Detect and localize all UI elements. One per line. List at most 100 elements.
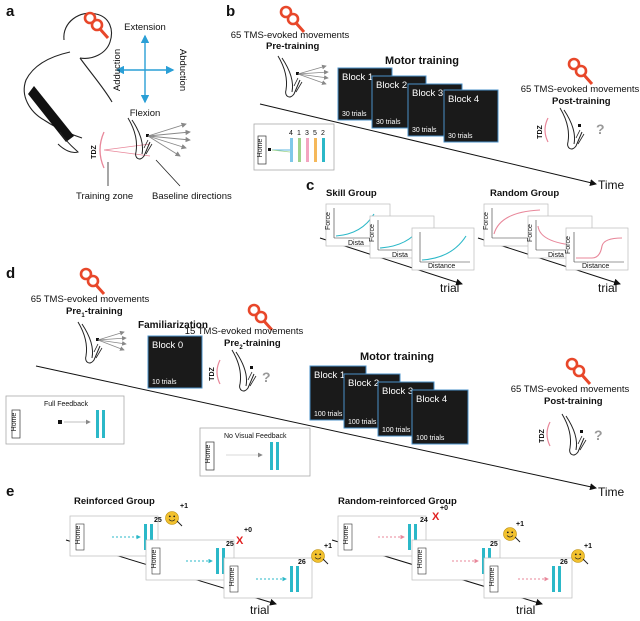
hand-icon xyxy=(127,117,153,160)
reinforced-trial-1: Home 25 +1 xyxy=(69,503,188,557)
post-line1-d: 65 TMS-evoked movements xyxy=(511,384,630,395)
skill-card-3: Distance xyxy=(411,227,475,271)
hand-icon xyxy=(561,413,587,456)
hand-icon xyxy=(231,349,257,392)
distance-label: Distance xyxy=(582,263,609,270)
block-trials: 30 trials xyxy=(412,127,437,134)
x-mark-icon: X xyxy=(432,511,440,523)
smiley-icon xyxy=(503,527,521,543)
block-name: Block 0 xyxy=(152,340,183,351)
block-b4: Block 4 30 trials xyxy=(443,89,499,143)
force-label: Force xyxy=(483,212,490,230)
block-trials: 30 trials xyxy=(376,119,401,126)
x-mark-icon: X xyxy=(236,535,244,547)
block-d4: Block 4 100 trials xyxy=(411,389,469,445)
force-label: Force xyxy=(527,224,534,242)
block-trials: 100 trials xyxy=(382,427,411,434)
block-name: Block 1 xyxy=(314,370,345,381)
random-trial-3: Home 26 +1 xyxy=(483,543,592,599)
block-name: Block 4 xyxy=(416,394,447,405)
block-trials: 30 trials xyxy=(448,133,473,140)
home-label: Home xyxy=(75,526,82,545)
score-label: 26 xyxy=(298,559,306,566)
force-label: Force xyxy=(325,212,332,230)
hand-icon xyxy=(277,55,303,98)
question-mark-icon: ? xyxy=(262,369,271,385)
score-label: 25 xyxy=(154,517,162,524)
hand-icon xyxy=(77,321,103,364)
training-zone-hand: TDZ xyxy=(91,117,191,187)
panel-b: b 65 TMS-evoked movements Pre-training T… xyxy=(226,3,640,192)
home-label: Home xyxy=(11,413,18,432)
smiley-icon xyxy=(571,549,589,565)
score-label: 25 xyxy=(226,541,234,548)
reward-label: +0 xyxy=(244,527,252,534)
post-training-line1: 65 TMS-evoked movements xyxy=(521,84,640,95)
reward-label: +0 xyxy=(440,505,448,512)
tms-coil-icon xyxy=(79,267,106,296)
home-box-icon xyxy=(343,523,353,551)
tdz-label: TDZ xyxy=(91,144,98,158)
timeline-d xyxy=(35,365,597,491)
abduction-label: Abduction xyxy=(177,49,188,91)
motor-training-title-b: Motor training xyxy=(385,55,459,67)
home-label: Home xyxy=(489,568,496,587)
tdz-label: TDZ xyxy=(537,124,544,138)
time-label-d: Time xyxy=(598,485,625,499)
question-mark-icon: ? xyxy=(596,121,605,137)
block-trials: 100 trials xyxy=(416,435,445,442)
pre1-line2: Pre1-training xyxy=(66,306,123,319)
panel-b-letter: b xyxy=(226,3,235,20)
trial-label-c1: trial xyxy=(440,281,459,295)
pre1-line1: 65 TMS-evoked movements xyxy=(31,294,150,305)
time-label-b: Time xyxy=(598,178,625,192)
tdz-label: TDZ xyxy=(539,428,546,442)
tms-coil-icon xyxy=(567,57,594,86)
home-box-icon xyxy=(489,565,499,593)
target-number: 4 xyxy=(289,130,293,137)
force-label: Force xyxy=(369,224,376,242)
pre2-line2: Pre2-training xyxy=(224,338,281,351)
home-box-icon xyxy=(257,135,267,165)
panel-e-letter: e xyxy=(6,483,14,500)
score-label: 26 xyxy=(560,559,568,566)
score-label: 25 xyxy=(490,541,498,548)
panel-c-letter: c xyxy=(306,177,314,194)
block-name: Block 3 xyxy=(412,88,443,99)
tms-coil-icon xyxy=(565,357,592,386)
panel-a-letter: a xyxy=(6,3,15,20)
force-label: Force xyxy=(565,236,572,254)
question-mark-icon: ? xyxy=(594,427,603,443)
reinforced-trial-2: Home 25 X +0 xyxy=(145,527,252,581)
block-name: Block 3 xyxy=(382,386,413,397)
flexion-label: Flexion xyxy=(130,108,161,119)
baseline-directions-label: Baseline directions xyxy=(152,191,232,202)
post-line2-d: Post-training xyxy=(544,396,603,407)
motor-training-title-d: Motor training xyxy=(360,351,434,363)
home-box-icon xyxy=(151,547,161,575)
home-box-icon xyxy=(11,409,21,439)
block-trials: 30 trials xyxy=(342,111,367,118)
target-number: 3 xyxy=(305,130,309,137)
home-label: Home xyxy=(229,568,236,587)
person-figure xyxy=(23,11,113,153)
tms-coil-icon xyxy=(279,5,306,34)
smiley-icon xyxy=(165,511,183,527)
distance-label: Dista xyxy=(548,252,564,259)
block-trials: 10 trials xyxy=(152,379,177,386)
pre-training-line1: 65 TMS-evoked movements xyxy=(231,30,350,41)
home-box-icon xyxy=(205,441,215,471)
trial-label-e2: trial xyxy=(516,603,535,617)
panel-d-letter: d xyxy=(6,265,15,282)
target-layout-box: Home 4 1 3 5 2 xyxy=(253,123,335,171)
extension-label: Extension xyxy=(124,22,166,33)
pre-training-line2: Pre-training xyxy=(266,41,320,52)
home-label: Home xyxy=(257,139,264,158)
reward-label: +1 xyxy=(324,543,332,550)
full-feedback-box: Full Feedback Home xyxy=(5,395,125,445)
block-name: Block 2 xyxy=(376,80,407,91)
distance-label: Dista xyxy=(348,240,364,247)
no-visual-feedback-label: No Visual Feedback xyxy=(224,433,287,440)
random-card-3: Force Distance xyxy=(565,227,629,271)
